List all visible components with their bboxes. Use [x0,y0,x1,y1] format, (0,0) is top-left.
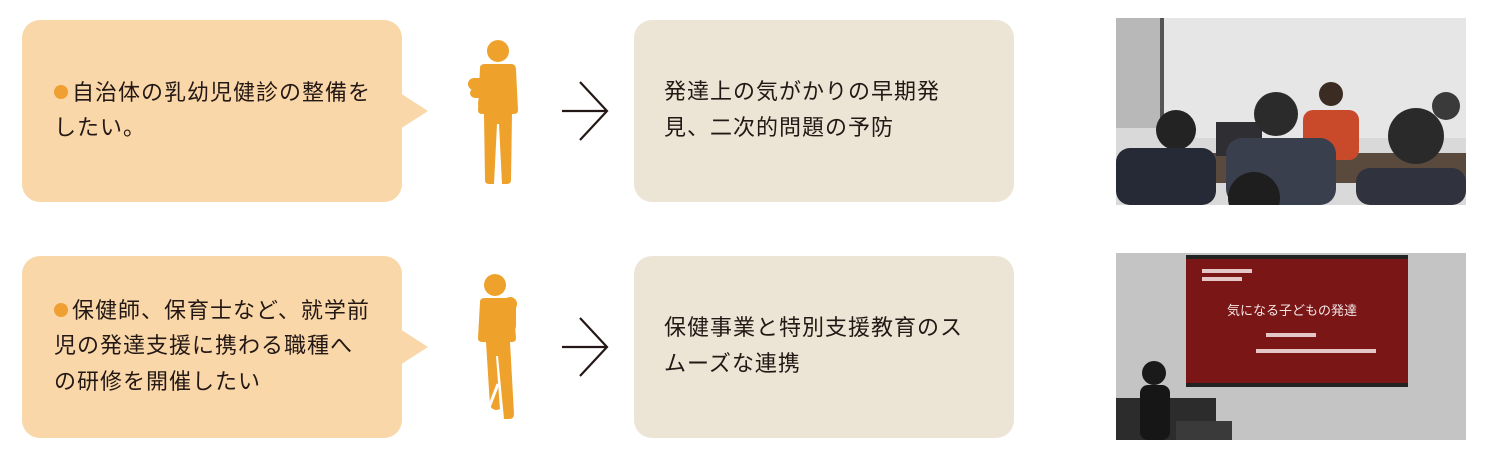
person-thinking-icon [468,40,518,184]
bullet-dot-icon [54,303,68,318]
request-text-2: 保健師、保育士など、就学前児の発達支援に携わる職種への研修を開催したい [54,299,370,395]
result-box-2: 保健事業と特別支援教育のスムーズな連携 [634,256,1014,438]
person-leaning-icon [478,274,517,419]
seminar-photo: 気になる子どもの発達 [1116,253,1466,440]
request-bubble-1: 自治体の乳幼児健診の整備をしたい。 [22,20,428,202]
meeting-photo [1116,18,1466,205]
result-box-1: 発達上の気がかりの早期発見、二次的問題の予防 [634,20,1014,202]
request-bubble-2: 保健師、保育士など、就学前児の発達支援に携わる職種への研修を開催したい [22,256,428,438]
slide-title: 気になる子どもの発達 [1227,303,1357,319]
result-text-1: 発達上の気がかりの早期発見、二次的問題の予防 [664,79,941,141]
bullet-dot-icon [54,84,68,99]
result-text-2: 保健事業と特別支援教育のスムーズな連携 [664,315,964,377]
arrow-right-icon [562,81,609,141]
request-text-1: 自治体の乳幼児健診の整備をしたい。 [54,80,372,141]
arrow-right-icon [562,317,609,377]
